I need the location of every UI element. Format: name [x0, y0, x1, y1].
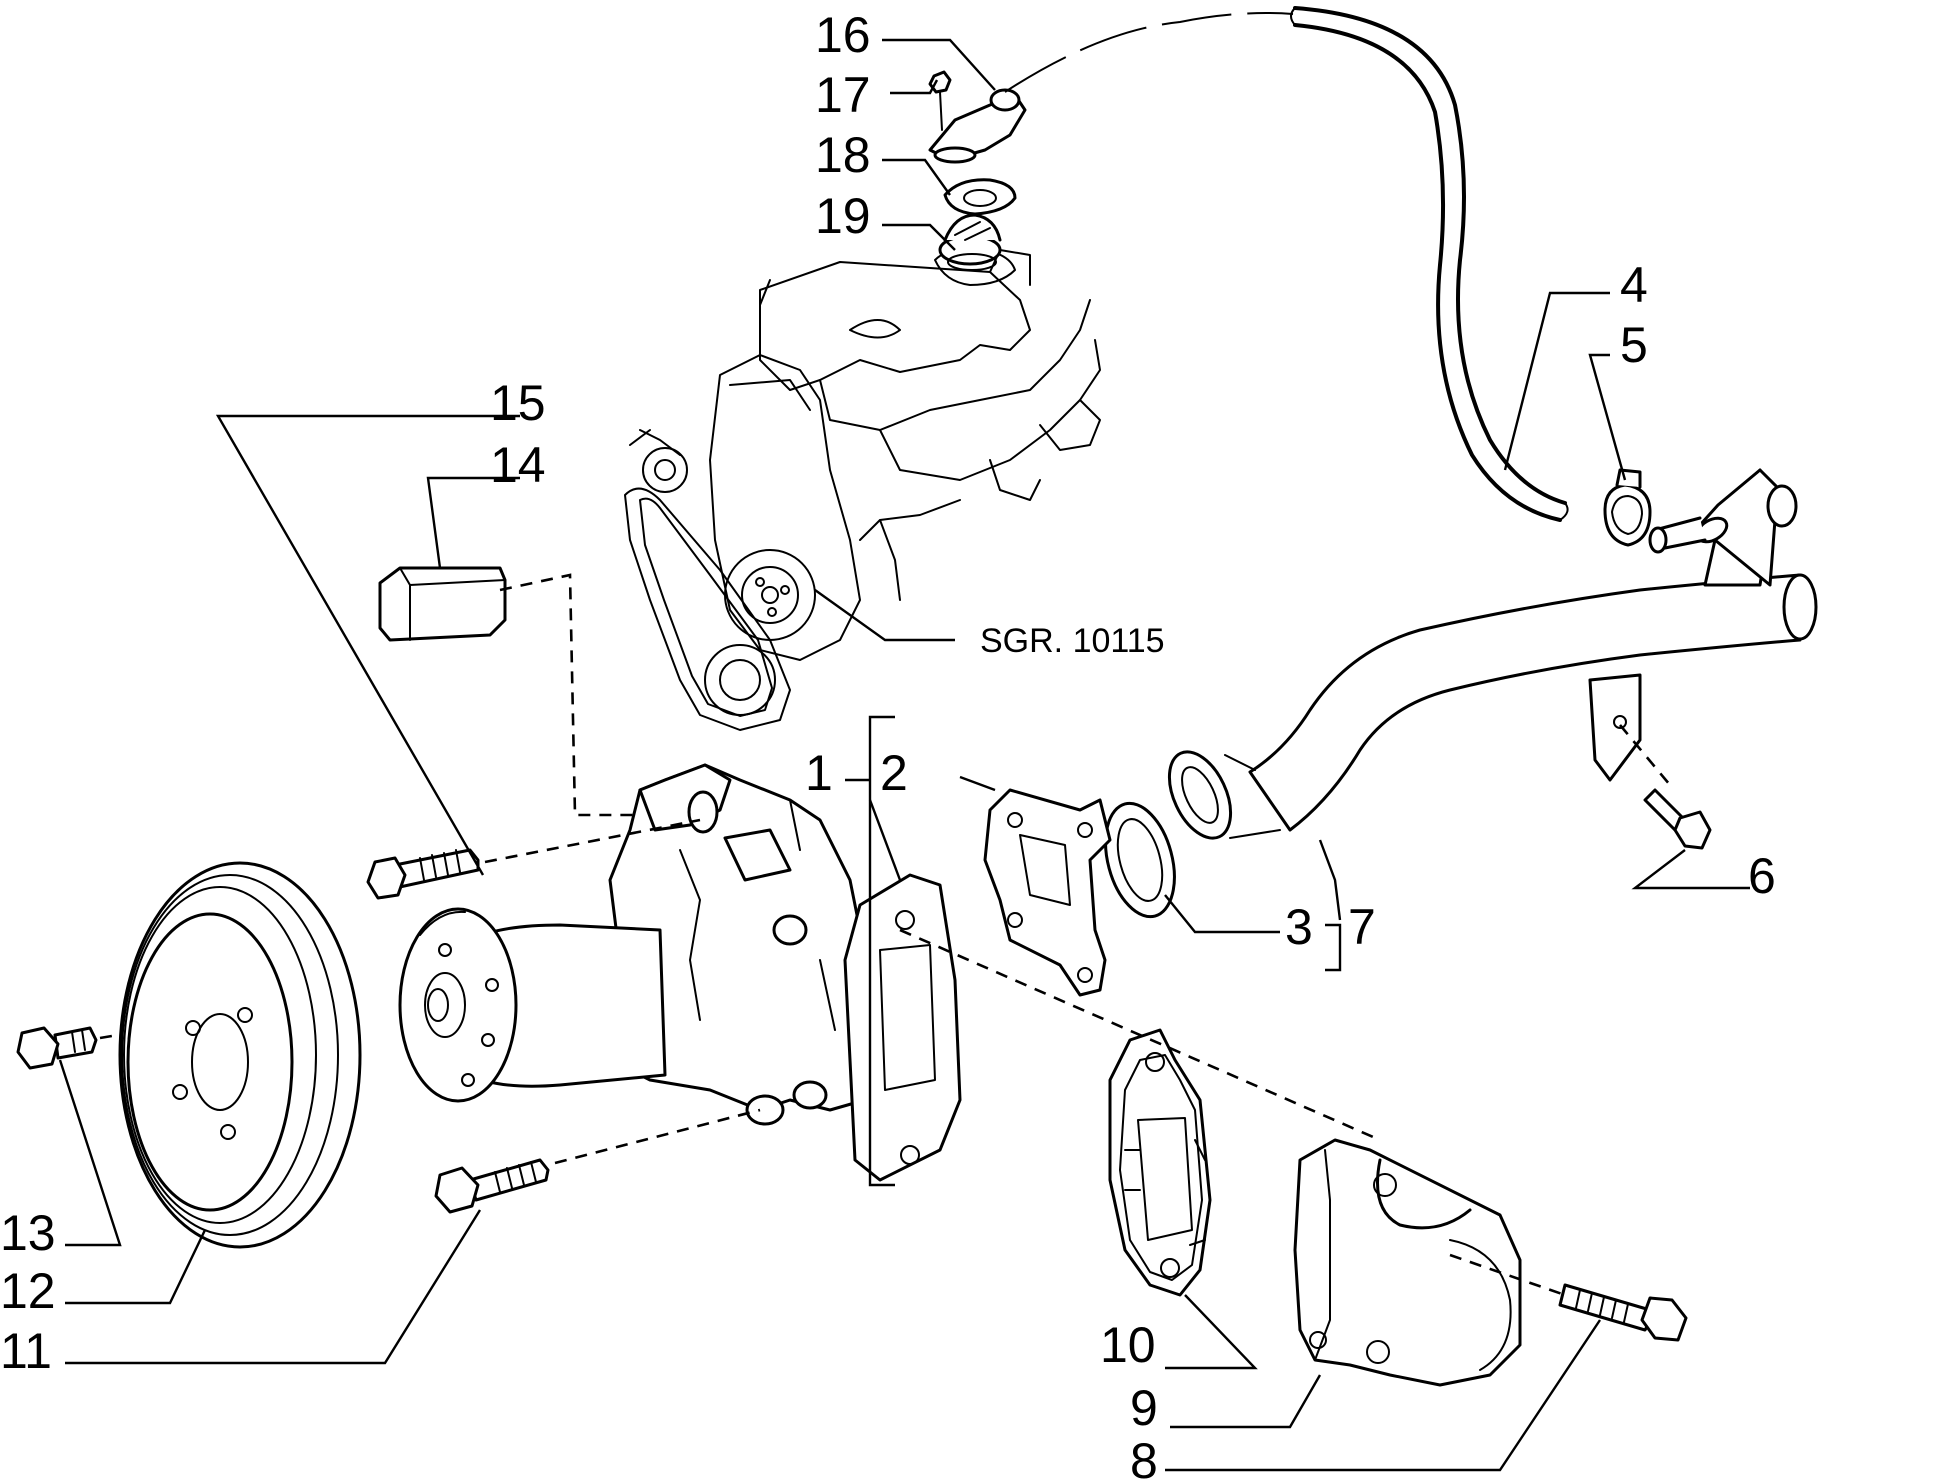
- coolant-pipe: [1167, 468, 1818, 840]
- callout-1: 1: [805, 745, 833, 801]
- callout-12: 12: [0, 1263, 56, 1319]
- reference-label: SGR. 10115: [980, 622, 1165, 660]
- pipe-screw: [1619, 724, 1712, 850]
- thermostat-screw: [928, 70, 952, 131]
- callout-18: 18: [815, 127, 871, 183]
- callout-6: 6: [1748, 848, 1776, 904]
- outlet-gasket: [1108, 1028, 1212, 1297]
- elbow-screw: [1449, 1253, 1688, 1342]
- water-pump: [398, 763, 962, 1182]
- callout-10: 10: [1100, 1317, 1156, 1373]
- callout-8: 8: [1130, 1433, 1158, 1480]
- engine-overview: [624, 247, 1101, 731]
- coolant-hose: [1290, 6, 1569, 522]
- pulley-bolt: [16, 1026, 98, 1070]
- thermostat-valve: [938, 213, 1002, 271]
- callout-15: 15: [490, 375, 546, 431]
- hose-connection-line: [1004, 12, 1294, 93]
- callout-11: 11: [0, 1323, 52, 1379]
- thermostat-gasket: [943, 178, 1017, 216]
- hose-clamp: [1603, 468, 1652, 547]
- callout-16: 16: [815, 7, 871, 63]
- outlet-elbow: [1293, 1138, 1522, 1387]
- pump-gasket: [983, 788, 1112, 997]
- callout-3: 3: [1285, 899, 1313, 955]
- lower-bolt-axis: [554, 1108, 761, 1165]
- callout-2: 2: [880, 745, 908, 801]
- callouts: 16 17 18 19 4 5 15 14 SGR. 10115 1 2 6 3…: [0, 7, 1776, 1480]
- callout-17: 17: [815, 67, 871, 123]
- callout-7: 7: [1348, 899, 1376, 955]
- callout-9: 9: [1130, 1380, 1158, 1436]
- thermostat-cover: [928, 88, 1027, 164]
- pad-connection-line: [499, 573, 640, 817]
- pump-bolt-lower: [434, 1158, 550, 1214]
- callout-13: 13: [0, 1205, 56, 1261]
- pump-bolt-upper: [366, 848, 480, 900]
- leader-lines: [58, 38, 1750, 1472]
- outlet-axis: [899, 928, 1381, 1142]
- o-ring: [1104, 801, 1176, 919]
- callout-19: 19: [815, 188, 871, 244]
- rubber-pad: [378, 566, 507, 642]
- callout-4: 4: [1620, 257, 1648, 313]
- callout-14: 14: [490, 437, 546, 493]
- upper-bolt-axis: [484, 818, 701, 864]
- callout-5: 5: [1620, 317, 1648, 373]
- pump-pulley: [118, 861, 362, 1249]
